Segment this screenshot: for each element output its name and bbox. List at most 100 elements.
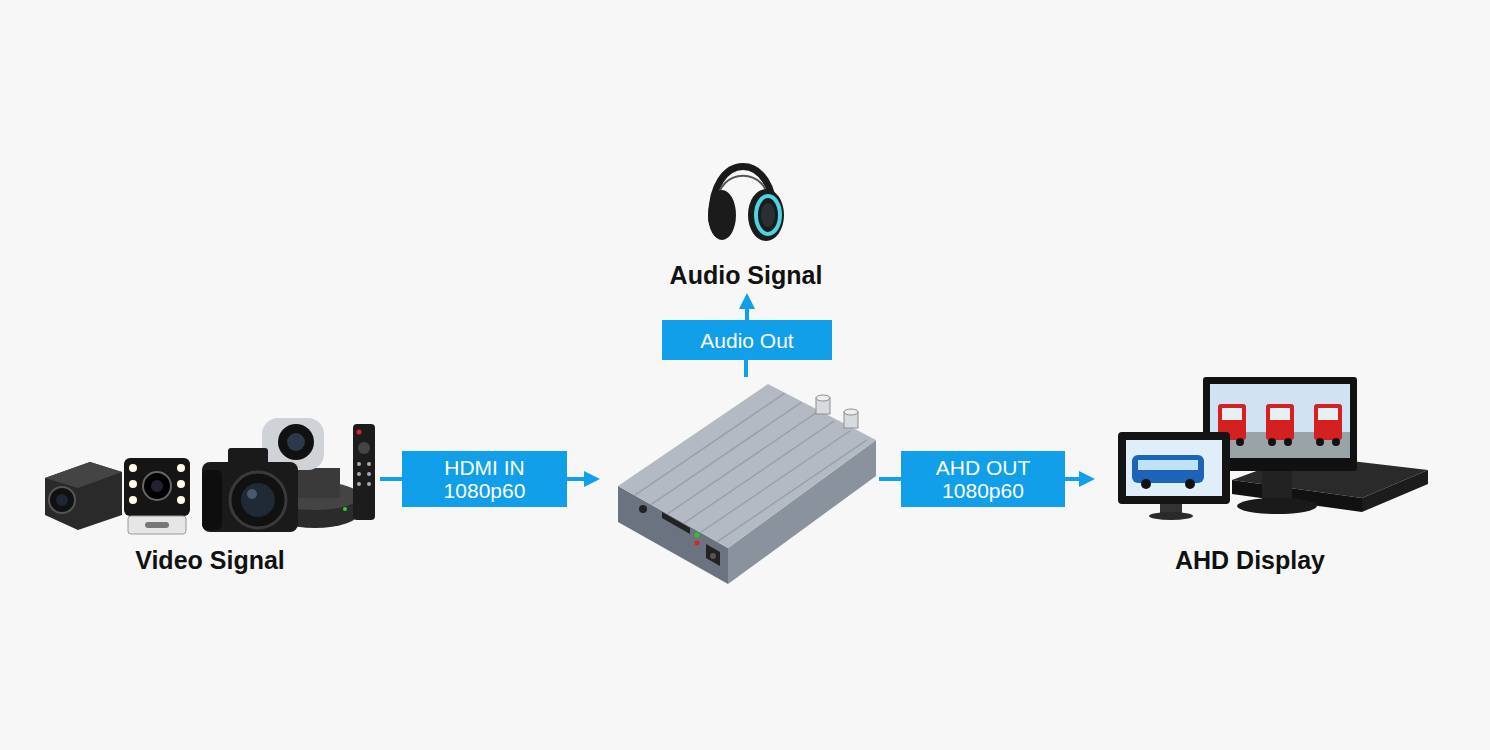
flow-line-out xyxy=(879,479,901,480)
headphones-icon xyxy=(708,167,784,242)
large-monitor-icon-part xyxy=(1284,438,1292,446)
small-monitor-icon-part xyxy=(1118,432,1230,504)
converter-device-part xyxy=(710,553,716,559)
converter-device-part xyxy=(639,505,647,513)
vehicle-camera-icon-part xyxy=(128,516,186,534)
small-monitor-icon-part xyxy=(1149,512,1193,520)
remote-control-icon-part xyxy=(357,462,361,466)
converter-device-part xyxy=(635,393,868,542)
converter-device-part xyxy=(844,409,858,415)
converter-device-part-part xyxy=(651,403,801,505)
large-monitor-icon-part xyxy=(1318,408,1338,420)
converter-device-part xyxy=(706,544,720,566)
output-tag: AHD OUT 1080p60 xyxy=(901,451,1065,507)
vehicle-camera-icon-part xyxy=(177,496,185,504)
signal-connector xyxy=(380,477,402,481)
large-monitor-icon-part xyxy=(1262,470,1292,502)
node-caption: AHD Display xyxy=(1175,545,1325,575)
small-monitor-icon-part xyxy=(1141,479,1151,489)
audio-target-node: Audio Signal xyxy=(660,148,833,293)
ptz-camera-icon-part xyxy=(287,433,305,451)
dslr-camera-icon-part xyxy=(230,472,286,528)
vehicle-camera-icon-part xyxy=(177,464,185,472)
vehicle-camera-icon-part xyxy=(145,522,169,528)
converter-device-part-part xyxy=(668,412,818,514)
large-monitor-icon-part xyxy=(1270,408,1290,420)
remote-control-icon-part xyxy=(358,442,370,454)
dslr-camera-icon-part xyxy=(228,448,268,466)
signal-tag-text: Audio Out xyxy=(700,329,793,352)
vehicle-camera-icon-part xyxy=(151,480,163,492)
remote-control-icon-part xyxy=(357,472,361,476)
flow-arrow-in-part xyxy=(567,477,586,481)
node-caption: Video Signal xyxy=(135,545,285,575)
input-tag: HDMI IN 1080p60 xyxy=(402,451,567,507)
remote-control-icon-part xyxy=(353,424,375,520)
headphones-icon-part xyxy=(756,196,780,234)
large-monitor-icon-part xyxy=(1210,384,1350,458)
converter-device-part xyxy=(816,395,830,401)
video-source-node: Video Signal xyxy=(40,410,380,578)
large-monitor-icon-part xyxy=(1332,438,1340,446)
remote-control-icon xyxy=(353,424,375,520)
signal-connector xyxy=(745,307,749,320)
dslr-camera-icon-part xyxy=(202,470,222,530)
large-monitor-icon-part xyxy=(1266,404,1294,440)
mini-camera-icon-part xyxy=(45,462,122,488)
converter-device-part xyxy=(618,384,876,548)
vehicle-camera-icon-part xyxy=(143,472,171,500)
display-target-node: AHD Display xyxy=(1095,372,1405,578)
dslr-camera-icon xyxy=(202,448,298,532)
converter-device-part-part xyxy=(684,421,834,523)
vehicle-camera-icon-part xyxy=(129,464,137,472)
headphones-icon-part xyxy=(708,190,736,240)
flow-arrow-in xyxy=(567,471,600,487)
signal-tag-text: AHD OUT 1080p60 xyxy=(928,456,1038,502)
signal-tag-text: HDMI IN 1080p60 xyxy=(430,456,540,502)
flow-line-audio xyxy=(746,360,747,377)
signal-connector xyxy=(1065,477,1081,481)
vehicle-camera-icon-part xyxy=(124,458,190,516)
converter-device-part-part xyxy=(717,440,867,542)
large-monitor-icon-part xyxy=(1268,438,1276,446)
small-monitor-icon-part xyxy=(1185,479,1195,489)
dslr-camera-icon-part xyxy=(202,462,298,532)
flow-line-audio-part xyxy=(744,360,748,377)
converter-device-part-part xyxy=(701,431,851,533)
vehicle-camera-icon-part xyxy=(129,496,137,504)
small-monitor-icon-part xyxy=(1132,455,1204,483)
remote-control-icon-part xyxy=(367,462,371,466)
dslr-camera-icon-part xyxy=(247,489,257,499)
ptz-camera-icon-part xyxy=(278,424,314,460)
dvr-box-icon-part xyxy=(1362,470,1428,512)
converter-device-part-part xyxy=(635,393,785,495)
vehicle-camera-icon-part xyxy=(129,480,137,488)
vehicle-camera-icon-part xyxy=(177,480,185,488)
converter-device-part xyxy=(695,533,700,538)
large-monitor-icon-part xyxy=(1222,408,1242,420)
converter-device-part xyxy=(695,541,700,546)
flow-line-out-part xyxy=(879,477,901,481)
small-monitor-icon-part xyxy=(1126,440,1222,496)
remote-control-icon-part xyxy=(357,482,361,486)
headphones-icon-part xyxy=(748,189,784,241)
vehicle-camera-icon xyxy=(124,458,190,534)
remote-control-icon-part xyxy=(367,472,371,476)
large-monitor-icon-part xyxy=(1314,404,1342,440)
mini-camera-icon xyxy=(45,462,122,530)
mini-camera-icon-part xyxy=(49,487,75,513)
ptz-camera-icon-part xyxy=(343,507,347,511)
converter-device xyxy=(618,384,876,584)
mini-camera-icon-part xyxy=(45,462,122,530)
audio-tag: Audio Out xyxy=(662,320,832,360)
remote-control-icon-part xyxy=(357,430,362,435)
small-monitor-icon xyxy=(1118,432,1230,520)
dslr-camera-icon-part xyxy=(241,483,275,517)
mini-camera-icon-part xyxy=(56,494,68,506)
large-monitor-icon-part xyxy=(1236,438,1244,446)
node-caption: Audio Signal xyxy=(670,260,823,290)
